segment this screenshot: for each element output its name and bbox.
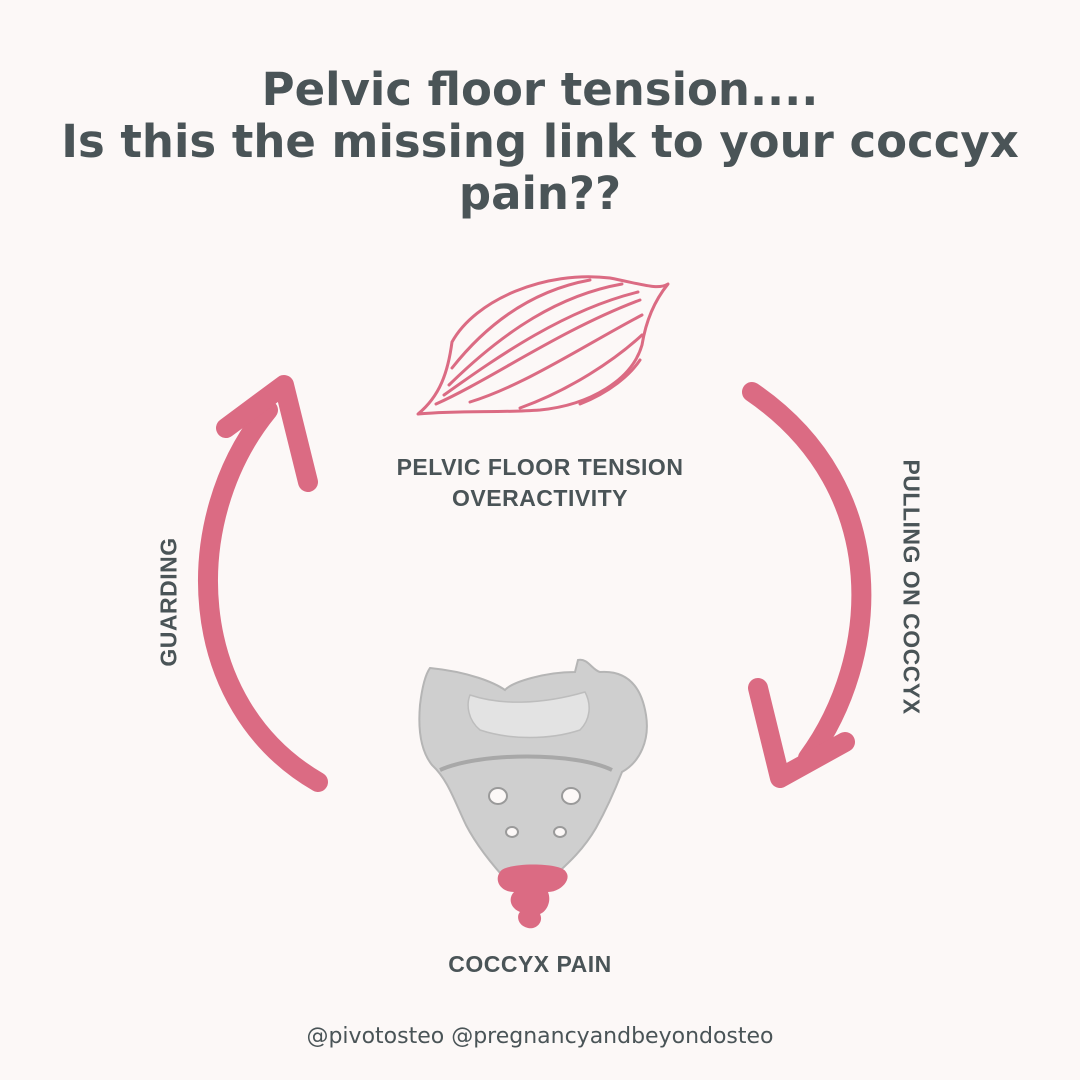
pelvic-floor-tension-label: PELVIC FLOOR TENSION OVERACTIVITY — [340, 452, 740, 514]
pelvic-floor-tension-line-1: PELVIC FLOOR TENSION — [396, 454, 684, 480]
title-line-1: Pelvic floor tension.... — [261, 63, 819, 116]
title-line-3: pain?? — [458, 167, 622, 220]
title-line-2: Is this the missing link to your coccyx — [61, 115, 1019, 168]
pelvic-floor-tension-line-2: OVERACTIVITY — [452, 485, 628, 511]
page-title: Pelvic floor tension.... Is this the mis… — [40, 64, 1040, 220]
coccyx-pain-label: COCCYX PAIN — [448, 951, 612, 977]
pulling-on-coccyx-label: PULLING ON COCCYX — [898, 459, 925, 715]
social-handles: @pivotosteo @pregnancyandbeyondosteo — [306, 1024, 774, 1049]
muscle-icon — [416, 275, 670, 416]
guarding-label: GUARDING — [155, 537, 182, 667]
arrow-down-icon — [742, 382, 872, 788]
sacrum-icon — [418, 658, 648, 929]
arrow-up-icon — [198, 375, 328, 792]
